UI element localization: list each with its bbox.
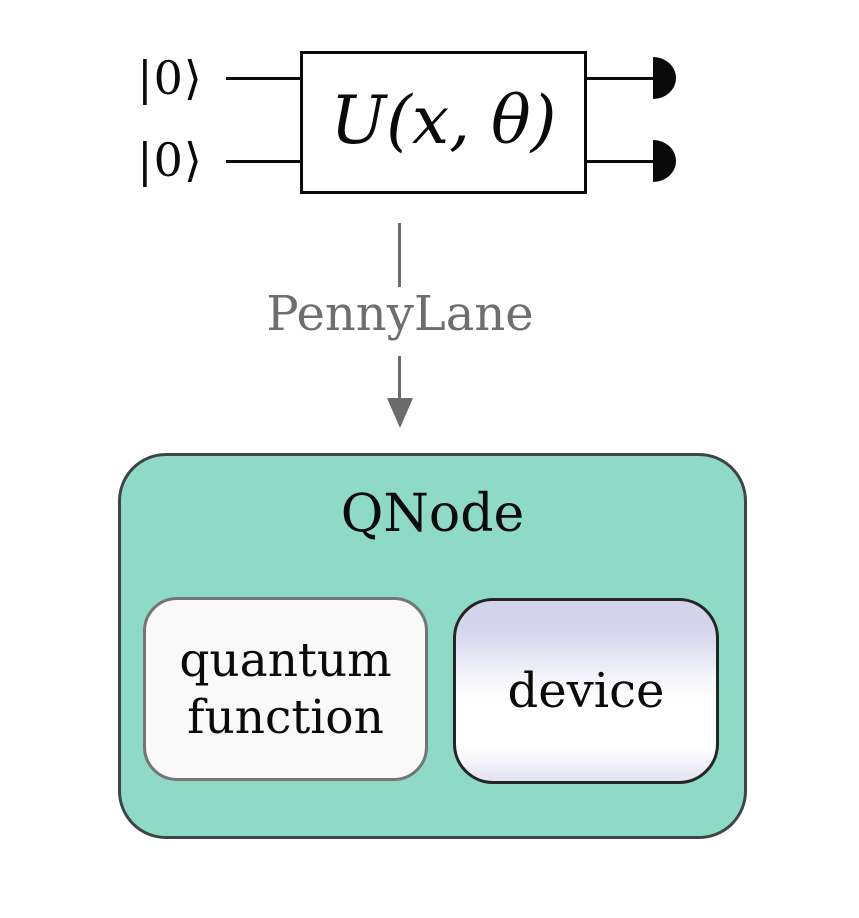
qubit0-input-wire (226, 77, 302, 80)
arrow-upper-segment (398, 223, 401, 287)
quantum-function-box: quantum function (143, 597, 428, 781)
measurement-detector-icon (653, 140, 676, 182)
unitary-gate-box: U(x, θ) (300, 51, 587, 194)
device-box: device (453, 598, 719, 784)
qnode-title: QNode (340, 484, 525, 544)
arrow-head-icon (387, 398, 413, 428)
qubit0-output-wire (584, 77, 656, 80)
quantum-function-label-line1: quantum (179, 632, 392, 688)
quantum-function-label-line2: function (187, 690, 384, 745)
pennylane-pipeline-arrow: PennyLane (0, 210, 859, 440)
qubit1-output-wire (584, 160, 656, 163)
qubit1-input-wire (226, 160, 302, 163)
quantum-circuit: |0⟩ |0⟩ U(x, θ) (0, 0, 859, 230)
qubit0-ket-label: |0⟩ (137, 50, 203, 105)
measurement-detector-icon (653, 57, 676, 99)
pennylane-label: PennyLane (266, 286, 534, 342)
arrow-lower-segment (398, 356, 401, 402)
device-label: device (507, 663, 665, 719)
unitary-gate-label: U(x, θ) (330, 82, 557, 159)
qubit1-ket-label: |0⟩ (137, 132, 203, 187)
